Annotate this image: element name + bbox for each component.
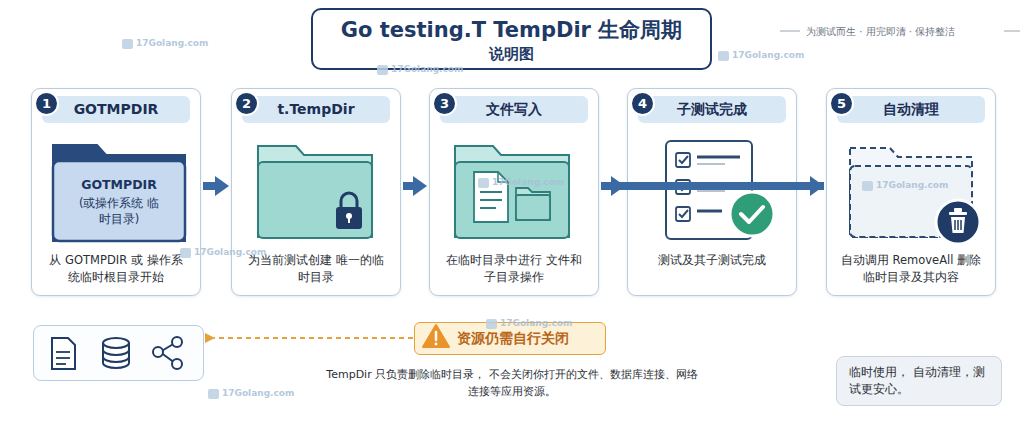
step-badge: 1 xyxy=(34,91,59,116)
watermark: 17Golang.com xyxy=(180,247,266,257)
note-text: 临时使用， 自动清理，测试更安心。 xyxy=(849,364,987,398)
tagline: 为测试而生 · 用完即清 · 保持整洁 xyxy=(806,25,955,39)
watermark: 17Golang.com xyxy=(478,177,564,187)
folder-back xyxy=(53,145,185,241)
step-badge: 3 xyxy=(432,91,457,116)
title-subtitle: 说明图 xyxy=(313,45,710,64)
step-badge: 4 xyxy=(630,91,655,116)
step-card: GOTMPDIR从 GOTMPDIR 或 操作系统临时根目录开始1GOTMPDI… xyxy=(31,88,201,296)
flow-arrow xyxy=(601,182,615,190)
title-frame: Go testing.T TempDir 生命周期说明图 xyxy=(311,8,712,70)
step-title: GOTMPDIR xyxy=(42,96,190,123)
step-title: 自动清理 xyxy=(837,96,985,123)
watermark: 17Golang.com xyxy=(377,64,463,74)
step-number: 4 xyxy=(632,93,653,114)
step-description: 在临时目录中进行 文件和子目录操作 xyxy=(442,252,586,286)
file-icon xyxy=(52,338,75,369)
database-icon xyxy=(103,338,129,368)
step-card: 文件写入在临时目录中进行 文件和子目录操作 3 xyxy=(429,88,599,296)
root-folder: GOTMPDIR (或操作系统 临时目录) xyxy=(51,139,187,243)
watermark: 17Golang.com xyxy=(486,318,572,328)
watermark: 17Golang.com xyxy=(208,388,294,398)
flow-arrow xyxy=(203,182,219,190)
watermark: 17Golang.com xyxy=(862,180,948,190)
step-badge: 2 xyxy=(234,91,259,116)
step-number: 3 xyxy=(434,93,455,114)
flow-arrow xyxy=(799,182,814,190)
watermark: 17Golang.com xyxy=(122,38,208,48)
step-badge: 5 xyxy=(829,91,854,116)
diagram-title: Go testing.T TempDir 生命周期 xyxy=(313,16,710,44)
network-icon xyxy=(153,337,182,369)
step-title: t.TempDir xyxy=(242,96,390,123)
folder-title: GOTMPDIR xyxy=(51,177,187,192)
step-title: 文件写入 xyxy=(440,96,588,123)
step-number: 2 xyxy=(236,93,257,114)
watermark: 17Golang.com xyxy=(718,50,804,60)
folder-front xyxy=(53,161,185,241)
step-card: 自动清理自动调用 RemoveAll 删除临时目录及其内容 5 xyxy=(826,88,996,296)
step-title: 子测试完成 xyxy=(638,96,786,123)
step-number: 5 xyxy=(831,93,852,114)
step-description: 自动调用 RemoveAll 删除临时目录及其内容 xyxy=(839,252,983,286)
resource-leader-line xyxy=(214,337,413,339)
step-number: 1 xyxy=(36,93,57,114)
step-card: t.TempDir 为当前测试创建 唯一的临时目录 2 xyxy=(231,88,401,296)
note-box: 临时使用， 自动清理，测试更安心。 xyxy=(836,356,1002,406)
resource-icon-box xyxy=(33,325,204,381)
footnote: TempDir 只负责删除临时目录， 不会关闭你打开的文件、数据库连接、网络连接… xyxy=(322,366,702,400)
flow-arrow xyxy=(403,182,417,190)
step-description: 为当前测试创建 唯一的临时目录 xyxy=(244,252,388,286)
step-description: 从 GOTMPDIR 或 操作系统临时根目录开始 xyxy=(44,252,188,286)
folder-subtitle: (或操作系统 临时目录) xyxy=(77,195,161,227)
step-description: 测试及其子测试完成 xyxy=(640,252,784,269)
step-card: 子测试完成测试及其子测试完成 4 xyxy=(627,88,797,296)
